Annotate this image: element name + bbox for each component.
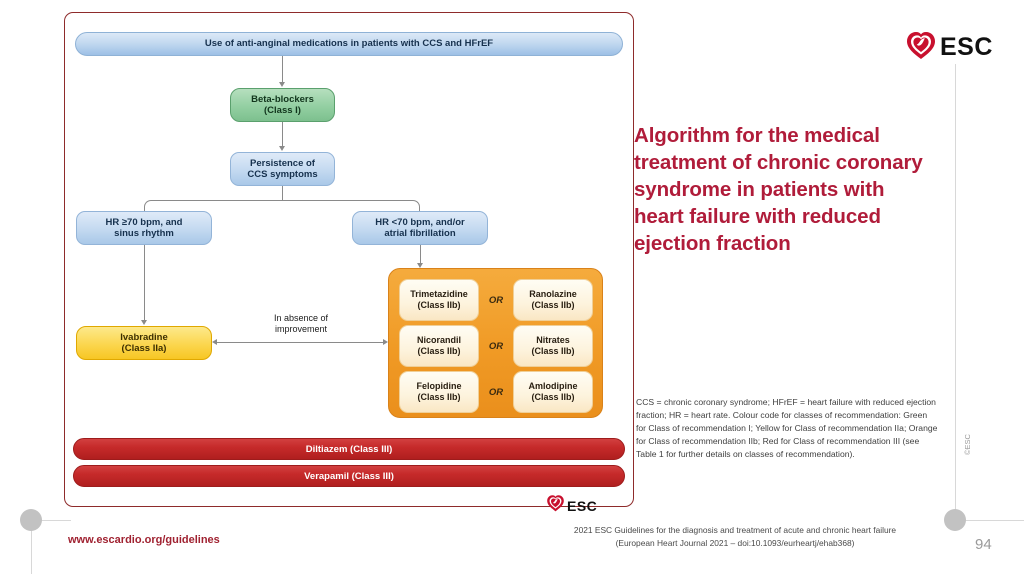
option-nicorandil: Nicorandil (Class IIb) <box>399 325 479 367</box>
esc-heart-icon <box>905 30 937 65</box>
arrowhead-betablockers <box>279 82 285 87</box>
esc-logo-footer: ESC <box>546 494 597 517</box>
connector-hrhigh-to-ivabradine <box>144 245 146 322</box>
beta-blockers-class: (Class I) <box>264 105 301 116</box>
node-hr-high-sinus: HR ≥70 bpm, and sinus rhythm <box>76 211 212 245</box>
nicorandil-name: Nicorandil <box>416 335 461 346</box>
arrowhead-toward-options <box>383 339 388 345</box>
hr-high-line1: HR ≥70 bpm, and <box>105 216 183 228</box>
connector-label-absence-improvement: In absence of improvement <box>231 313 371 336</box>
esc-logo-header: ESC <box>905 30 993 65</box>
nicorandil-class: (Class IIb) <box>417 346 461 356</box>
decorative-right-vline <box>955 64 956 520</box>
citation-line-2: (European Heart Journal 2021 – doi:10.10… <box>615 537 855 548</box>
arrowhead-ivabradine <box>141 320 147 325</box>
legend-note: CCS = chronic coronary syndrome; HFrEF =… <box>636 396 939 461</box>
esc-wordmark-small: ESC <box>567 497 598 514</box>
flowchart-header-label: Use of anti-anginal medications in patie… <box>204 38 494 50</box>
node-beta-blockers: Beta-blockers (Class I) <box>230 88 335 122</box>
ivabradine-name: Ivabradine <box>120 331 168 343</box>
or-label-row-2: OR <box>479 325 513 367</box>
beta-blockers-name: Beta-blockers <box>251 93 314 105</box>
node-ivabradine: Ivabradine (Class IIa) <box>76 326 212 360</box>
connector-header-to-betablockers <box>282 56 284 84</box>
decorative-right-hline <box>955 520 1024 521</box>
absence-label-line1: In absence of <box>273 313 329 323</box>
amlodipine-name: Amlodipine <box>528 381 578 392</box>
bar-verapamil-class-iii: Verapamil (Class III) <box>73 465 625 487</box>
arrowhead-toward-ivabradine <box>212 339 217 345</box>
options-panel-class-iib: Trimetazidine (Class IIb) OR Ranolazine … <box>388 268 603 418</box>
ranolazine-class: (Class IIb) <box>531 300 575 310</box>
copyright-notice: ©ESC <box>963 434 972 455</box>
nitrates-name: Nitrates <box>536 335 570 346</box>
page-title: Algorithm for the medical treatment of c… <box>634 124 923 256</box>
connector-persistence-stem <box>282 186 284 200</box>
amlodipine-class: (Class IIb) <box>531 392 575 402</box>
persistence-line2: CCS symptoms <box>247 169 318 180</box>
trimetazidine-class: (Class IIb) <box>417 300 461 310</box>
hr-low-line2: atrial fibrillation <box>384 228 456 239</box>
connector-hrlow-to-options <box>420 245 422 265</box>
arrowhead-options-panel <box>417 263 423 268</box>
legend-colour-code: Colour code for classes of recommendatio… <box>636 410 938 460</box>
connector-betablockers-to-persistence <box>282 122 284 148</box>
option-felopidine: Felopidine (Class IIb) <box>399 371 479 413</box>
citation-line-1: 2021 ESC Guidelines for the diagnosis an… <box>573 525 897 535</box>
flowchart-frame: Use of anti-anginal medications in patie… <box>64 12 634 507</box>
node-hr-low-af: HR <70 bpm, and/or atrial fibrillation <box>352 211 488 245</box>
footer-citation: 2021 ESC Guidelines for the diagnosis an… <box>520 524 950 549</box>
option-amlodipine: Amlodipine (Class IIb) <box>513 371 593 413</box>
guidelines-url[interactable]: www.escardio.org/guidelines <box>68 534 220 546</box>
option-nitrates: Nitrates (Class IIb) <box>513 325 593 367</box>
hr-high-line2: sinus rhythm <box>114 228 174 239</box>
esc-heart-icon-small <box>546 494 565 517</box>
connector-ivabradine-to-options <box>216 342 386 344</box>
option-trimetazidine: Trimetazidine (Class IIb) <box>399 279 479 321</box>
or-text-1: OR <box>488 294 504 306</box>
or-label-row-1: OR <box>479 279 513 321</box>
felopidine-class: (Class IIb) <box>417 392 461 402</box>
option-ranolazine: Ranolazine (Class IIb) <box>513 279 593 321</box>
arrowhead-persistence <box>279 146 285 151</box>
bar-diltiazem-class-iii: Diltiazem (Class III) <box>73 438 625 460</box>
legend-abbreviations: CCS = chronic coronary syndrome; HFrEF =… <box>636 397 936 421</box>
flowchart-header-node: Use of anti-anginal medications in patie… <box>75 32 623 56</box>
or-text-3: OR <box>488 386 504 398</box>
hr-low-line1: HR <70 bpm, and/or <box>375 216 465 228</box>
esc-wordmark: ESC <box>940 33 993 61</box>
diltiazem-label: Diltiazem (Class III) <box>305 443 393 455</box>
ivabradine-class: (Class IIa) <box>121 343 167 354</box>
decorative-left-dot <box>20 509 42 531</box>
or-text-2: OR <box>488 340 504 352</box>
ranolazine-name: Ranolazine <box>529 289 577 300</box>
page-number: 94 <box>975 536 992 553</box>
or-label-row-3: OR <box>479 371 513 413</box>
persistence-line1: Persistence of <box>250 157 315 169</box>
decorative-right-dot <box>944 509 966 531</box>
trimetazidine-name: Trimetazidine <box>410 289 468 300</box>
connector-branch-split <box>144 200 420 212</box>
decorative-left-vline <box>31 520 32 574</box>
felopidine-name: Felopidine <box>416 381 462 392</box>
verapamil-label: Verapamil (Class III) <box>304 470 394 482</box>
nitrates-class: (Class IIb) <box>531 346 575 356</box>
node-persistence-ccs: Persistence of CCS symptoms <box>230 152 335 186</box>
absence-label-line2: improvement <box>274 324 328 335</box>
decorative-left-hline <box>31 520 71 521</box>
